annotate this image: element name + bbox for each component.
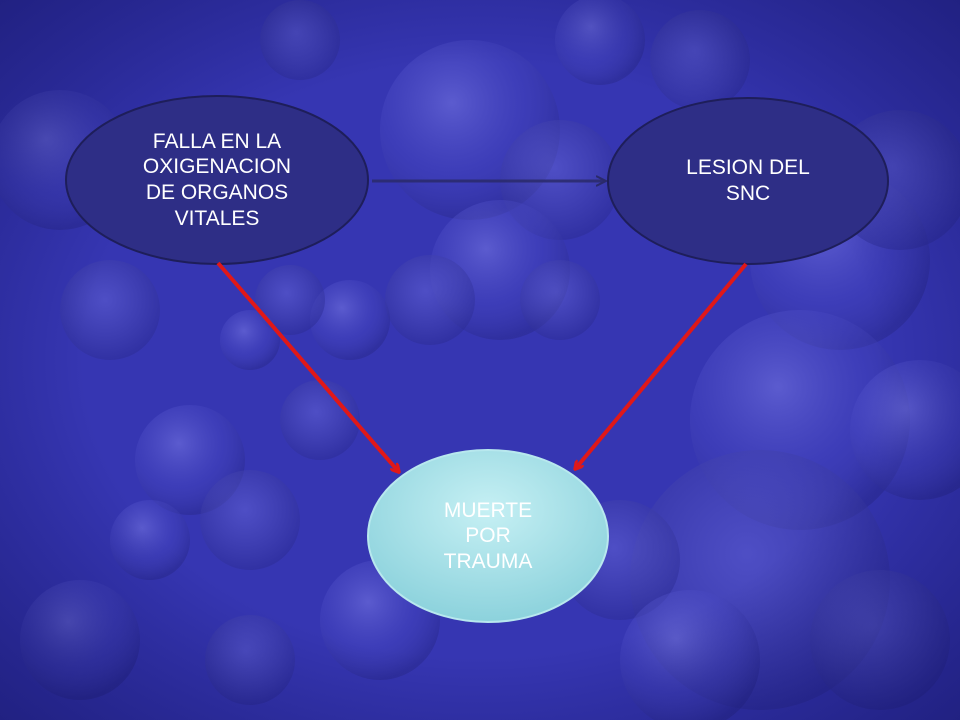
- edge-lesion-to-muerte: [576, 262, 748, 468]
- node-lesion-label: LESION DEL SNC: [686, 156, 810, 205]
- node-falla-label: FALLA EN LA OXIGENACION DE ORGANOS VITAL…: [142, 129, 292, 230]
- edge-falla-to-muerte: [216, 261, 398, 471]
- node-muerte-label: MUERTE POR TRAUMA: [443, 498, 533, 573]
- node-lesion-shape: [607, 97, 889, 265]
- node-muerte-shape: [367, 449, 609, 623]
